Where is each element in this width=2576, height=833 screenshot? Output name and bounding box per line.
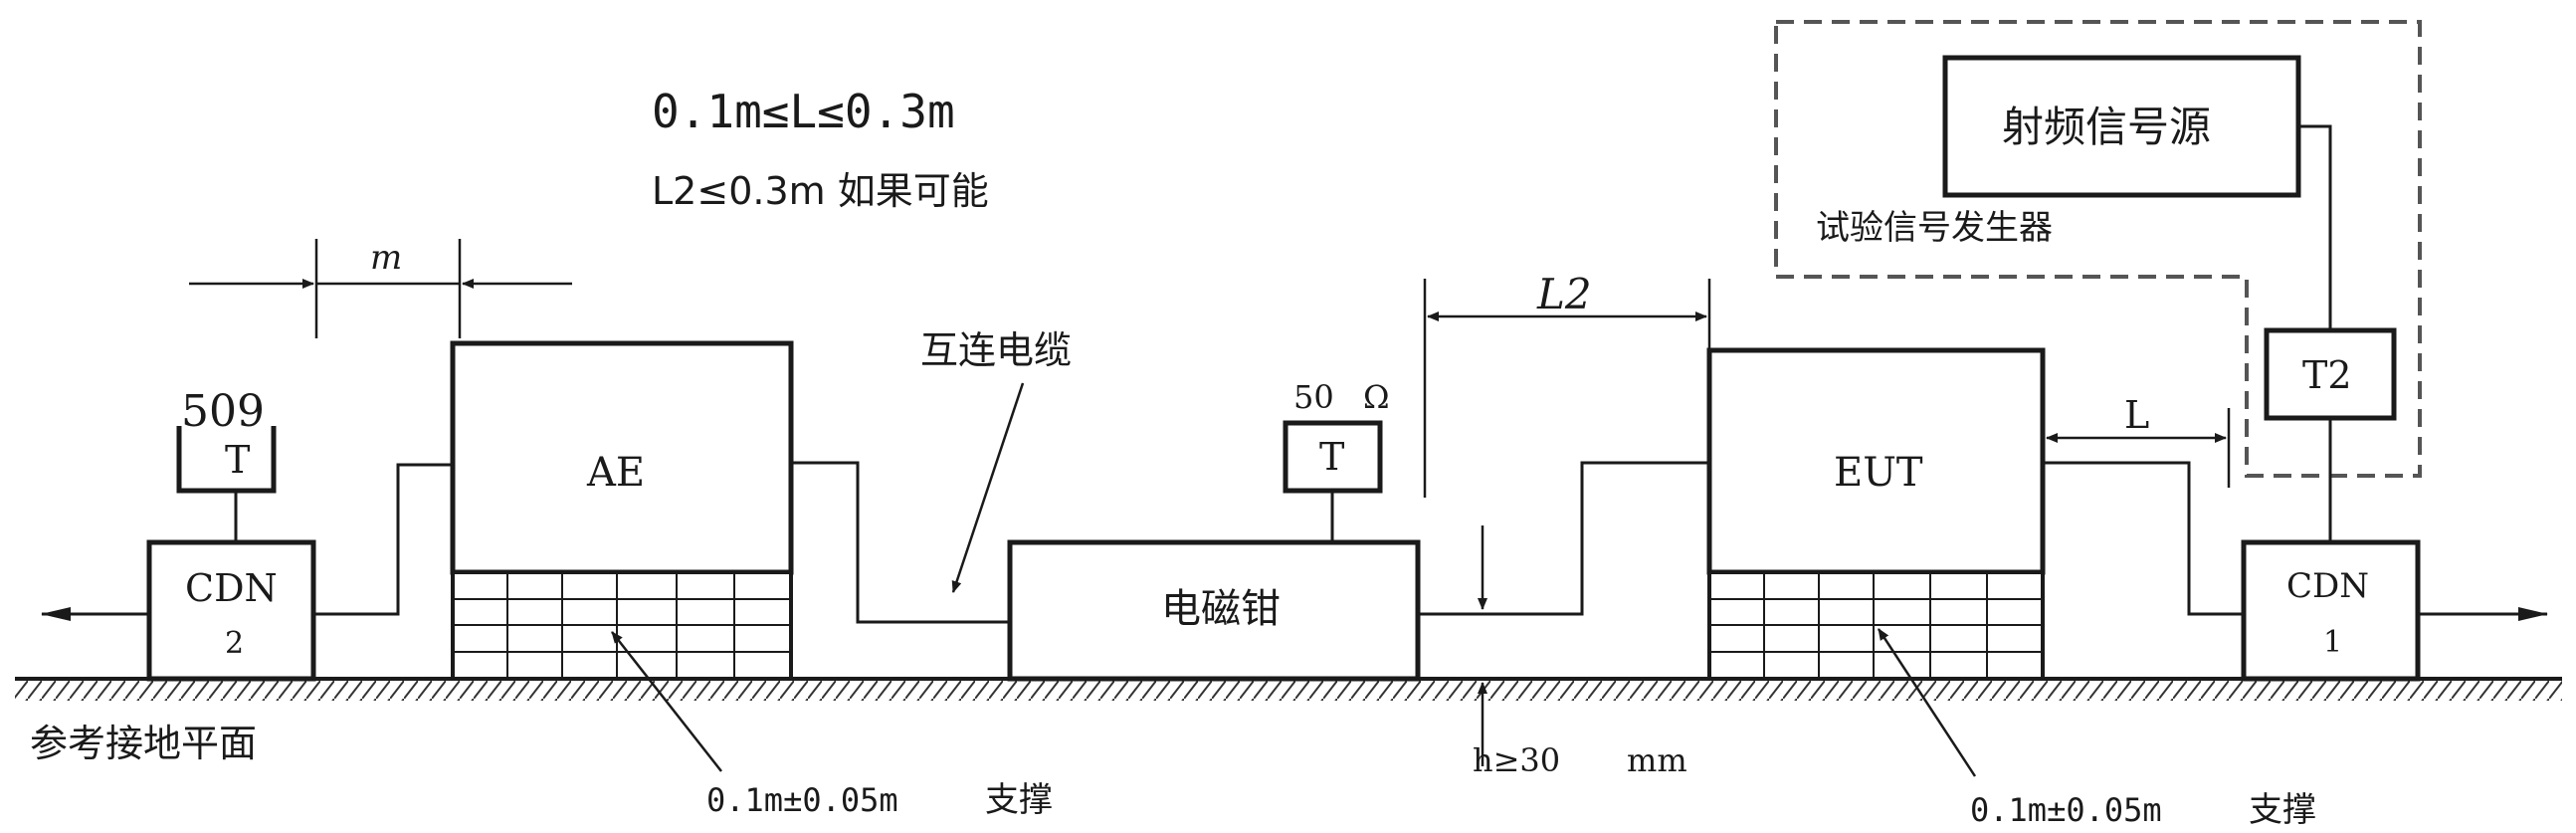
ae-support-block — [451, 570, 793, 681]
cdn1-label-line2: 1 — [2323, 625, 2342, 660]
t-mid-box — [1283, 420, 1383, 494]
generator-label: 试验信号发生器 — [1816, 208, 2053, 248]
dimension-top-left — [189, 239, 572, 338]
t-left-label: T — [225, 438, 250, 482]
support-left-label: 0.1m±0.05m — [706, 781, 898, 819]
eut-support-block — [1707, 570, 2045, 681]
clamp-to-eut-wire — [1418, 461, 1709, 616]
ae-support-leader — [611, 631, 722, 772]
terminator-50-unit: Ω — [1363, 378, 1390, 416]
formula-main: 0.1m≤L≤0.3m — [652, 85, 955, 138]
rf-to-t2-wire — [2298, 124, 2332, 330]
label-509: 509 — [181, 386, 265, 437]
clamp-label: 电磁钳 — [1161, 586, 1281, 632]
reference-ground-plane — [15, 677, 2562, 701]
eut-label: EUT — [1834, 450, 1923, 496]
terminator-50-value: 50 — [1293, 378, 1334, 416]
cdn2-to-ae-wire — [313, 463, 453, 616]
cable-leader-arrow — [951, 382, 1025, 593]
formula-l2: L2≤0.3m 如果可能 — [652, 169, 989, 213]
dim-l2-label: L2 — [1536, 270, 1592, 318]
ae-to-clamp-wire — [791, 461, 1010, 624]
eut-support-leader — [1877, 628, 1977, 777]
interconnect-cable-label: 互连电缆 — [920, 328, 1072, 372]
eut-to-cdn1-wire — [2043, 461, 2244, 616]
dim-l-label: L — [2124, 393, 2149, 437]
cdn1-label-line1: CDN — [2286, 566, 2369, 606]
em-clamp-box — [1007, 539, 1421, 682]
t-mid-label: T — [1319, 435, 1344, 479]
cdn1-box — [2241, 539, 2421, 682]
support-right-word: 支撑 — [2249, 790, 2316, 830]
dimension-l — [2046, 408, 2231, 488]
cdn2-label-line2: 2 — [225, 626, 244, 661]
rf-source-label: 射频信号源 — [2002, 103, 2211, 151]
t2-label: T2 — [2302, 353, 2352, 397]
t-left-box — [176, 426, 277, 494]
dimension-l2 — [1423, 279, 1711, 498]
cdn2-box — [146, 539, 316, 682]
cdn2-label-line1: CDN — [185, 566, 278, 610]
dimension-top-left-glyph: m — [370, 238, 402, 278]
support-right-label: 0.1m±0.05m — [1970, 791, 2162, 829]
height-unit: mm — [1627, 741, 1687, 779]
signal-generator-enclosure — [1774, 20, 2422, 478]
height-label: h≥30 — [1473, 741, 1560, 779]
ae-label: AE — [586, 450, 645, 496]
support-left-word: 支撑 — [985, 780, 1053, 820]
rf-signal-source-box — [1942, 55, 2301, 198]
ground-plane-label: 参考接地平面 — [30, 722, 257, 765]
